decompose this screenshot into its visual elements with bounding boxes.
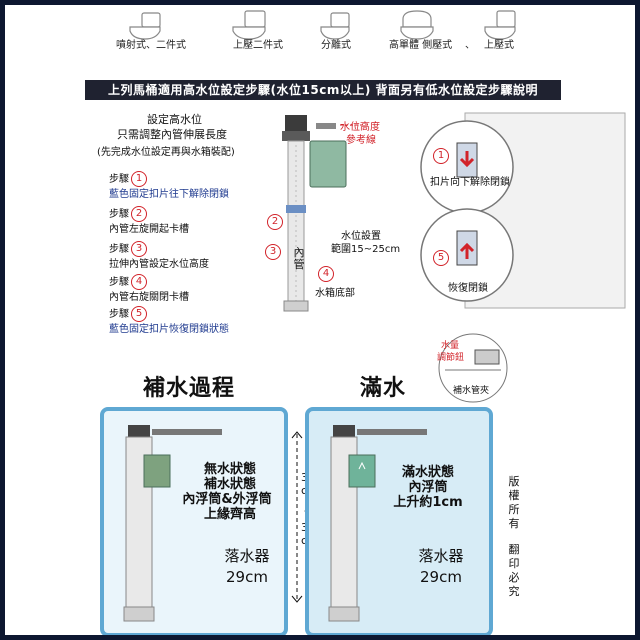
step-4-number: 4 — [131, 274, 147, 290]
height-arrow — [291, 431, 303, 603]
copyright-4: 有 — [508, 517, 520, 530]
step-1-desc: 藍色固定扣片往下解除閉鎖 — [109, 189, 229, 200]
diagram-frame: 噴射式、二件式 上壓二件式 分離式 高單體 側壓式 、 上壓式 上列馬桶適用高水… — [5, 5, 635, 635]
step-2-number: 2 — [131, 206, 147, 222]
flow-knob-2: 調節鈕 — [437, 353, 465, 363]
setup-title-2: 只需調整內管伸展長度 — [117, 128, 227, 141]
copyright-8: 必 — [508, 571, 520, 584]
toilet-label-2: 上壓二件式 — [233, 40, 283, 51]
refill-drain-2: 29cm — [226, 568, 268, 586]
refill-valve — [123, 425, 222, 622]
setup-title-3: (先完成水位設定再與水箱裝配) — [97, 147, 235, 158]
banner: 上列馬桶適用高水位設定步驟(水位15cm以上) 背面另有低水位設定步驟說明 — [85, 80, 561, 100]
toilet-separator: 、 — [465, 40, 475, 51]
marker-1: 1 — [431, 145, 449, 164]
full-title: 滿水 — [360, 376, 407, 401]
toilet-label-4: 高單體 側壓式 — [389, 40, 453, 51]
refill-state-1: 無水狀態 — [203, 462, 256, 477]
fill-valve-diagram — [282, 115, 368, 312]
toilet-icon-4 — [400, 10, 434, 40]
full-state-3: 上升約1cm — [393, 495, 463, 510]
unlock-label: 扣片向下解除閉鎖 — [430, 177, 510, 188]
step-2-desc: 內管左旋開起卡槽 — [109, 224, 189, 235]
step-5-number: 5 — [131, 306, 147, 322]
refill-title: 補水過程 — [143, 376, 236, 401]
water-setting-1: 水位設置 — [341, 231, 381, 242]
copyright-2: 權 — [508, 489, 520, 502]
full-drain-1: 落水器 — [418, 547, 464, 565]
refill-state-3: 內浮筒&外浮筒 — [182, 492, 272, 507]
copyright-9: 究 — [508, 585, 520, 598]
refill-state-2: 補水狀態 — [203, 477, 256, 492]
toilet-label-5: 上壓式 — [484, 40, 514, 51]
full-state-1: 滿水狀態 — [401, 465, 454, 480]
full-state-2: 內浮筒 — [408, 480, 448, 495]
copyright-1: 版 — [508, 475, 520, 488]
marker-5: 5 — [431, 247, 449, 266]
copyright-3: 所 — [508, 503, 520, 516]
clip-label: 補水管夾 — [453, 386, 490, 396]
setup-title-1: 設定高水位 — [147, 113, 202, 126]
toilet-icon-5 — [484, 10, 516, 40]
tank-bottom-label: 水箱底部 — [315, 288, 355, 299]
step-1-number: 1 — [131, 171, 147, 187]
toilet-icon-1 — [129, 12, 161, 40]
full-valve — [328, 425, 427, 622]
toilet-icons — [129, 10, 516, 40]
toilet-label-1: 噴射式、二件式 — [116, 40, 186, 51]
copyright-7: 印 — [508, 557, 520, 570]
refill-drain-1: 落水器 — [224, 547, 270, 565]
flow-knob-detail — [438, 333, 508, 403]
refill-state-4: 上緣齊高 — [203, 507, 256, 522]
lock-detail-diagram — [420, 112, 626, 309]
step-5-desc: 藍色固定扣片恢復閉鎖狀態 — [109, 324, 229, 335]
water-ref-2: 參考線 — [346, 135, 376, 146]
inner-tube-label: 內管 — [293, 246, 305, 271]
toilet-icon-2 — [232, 10, 266, 40]
toilet-label-3: 分離式 — [321, 40, 351, 51]
restore-label: 恢復閉鎖 — [448, 283, 488, 294]
copyright-6: 翻 — [508, 543, 520, 556]
step-4-desc: 內管右旋關閉卡槽 — [109, 292, 189, 303]
marker-4: 4 — [316, 263, 334, 282]
marker-2: 2 — [265, 211, 283, 230]
water-setting-2: 範圍15~25cm — [331, 244, 401, 255]
step-3-desc: 拉伸內管設定水位高度 — [109, 259, 209, 270]
water-ref-1: 水位高度 — [340, 122, 380, 133]
step-3-number: 3 — [131, 241, 147, 257]
toilet-icon-3 — [320, 12, 350, 40]
flow-knob-1: 水量 — [441, 341, 460, 351]
marker-3: 3 — [263, 241, 281, 260]
full-drain-2: 29cm — [420, 568, 462, 586]
